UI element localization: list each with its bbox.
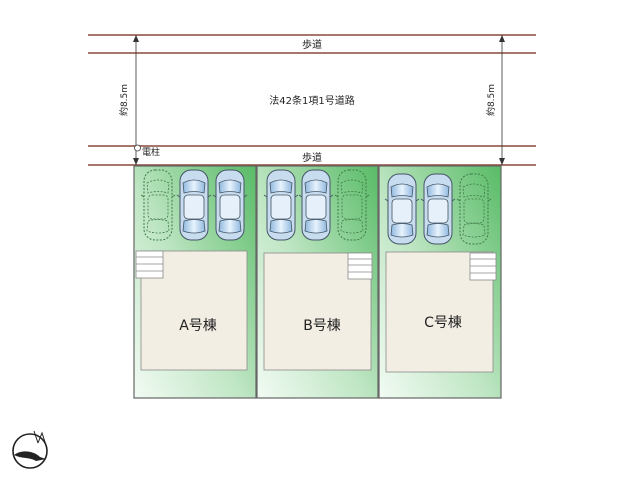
parking-space-car-outline-icon [334, 169, 370, 241]
parked-car-icon [212, 169, 248, 241]
sidewalk-label-bottom: 歩道 [302, 151, 322, 164]
parked-car-icon [176, 169, 212, 241]
entry-steps-b [347, 252, 373, 280]
utility-pole-label: 電柱 [142, 146, 160, 158]
parked-car-icon [263, 169, 299, 241]
sidewalk-label-top: 歩道 [302, 38, 322, 51]
lot-a: A号棟 [133, 165, 257, 399]
road-label: 法42条1項1号道路 [269, 94, 354, 107]
parked-car-icon [420, 173, 456, 245]
parking-space-car-outline-icon [456, 173, 492, 245]
entry-steps-a [135, 250, 164, 279]
road: 歩道 法42条1項1号道路 歩道 約8.5m 約8.5m 電柱 [88, 34, 536, 166]
parked-car-icon [384, 173, 420, 245]
building-label-a: A号棟 [179, 318, 217, 334]
building-label-c: C号棟 [424, 315, 462, 331]
building-label-b: B号棟 [303, 318, 341, 334]
road-width-label-right: 約8.5m [485, 84, 497, 116]
entry-steps-c [469, 252, 497, 281]
utility-pole-icon [134, 144, 141, 152]
dimension-right: 約8.5m [485, 35, 505, 165]
parking-space-car-outline-icon [140, 169, 176, 241]
dimension-left: 約8.5m [118, 35, 139, 165]
lot-b: B号棟 [256, 165, 379, 399]
road-width-label-left: 約8.5m [118, 84, 130, 116]
north-arrow-icon [12, 430, 48, 469]
lot-c: C号棟 [378, 165, 502, 399]
parked-car-icon [298, 169, 334, 241]
